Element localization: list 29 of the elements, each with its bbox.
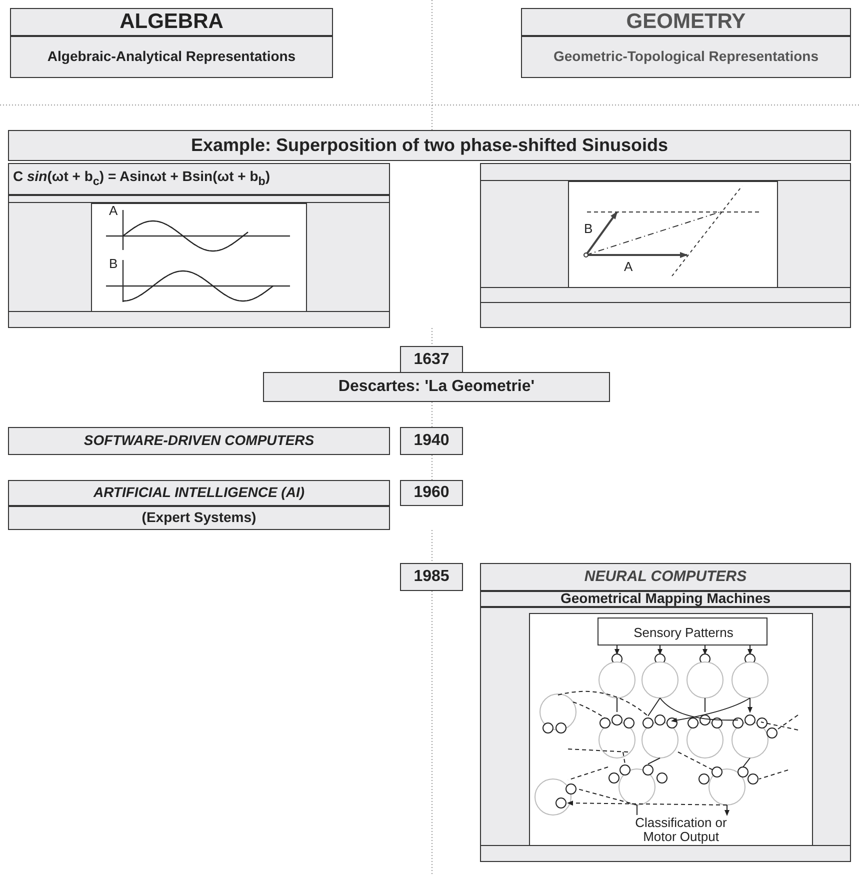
input-label: Sensory Patterns	[632, 626, 734, 640]
subheading-box: Geometrical Mapping Machines	[480, 591, 851, 607]
formula-box: C sin(ωt + b$_{c}$) = Asinωt + Bsin(ωt + b$_{b}$)	[8, 163, 390, 195]
empty-strip	[480, 287, 851, 303]
title-box: Example: Superposition of two phase-shifted Sinusoids	[8, 130, 851, 161]
figure-panel	[8, 202, 390, 312]
era-note-box: (Expert Systems)	[8, 506, 390, 530]
axis-label: A	[109, 204, 118, 218]
empty-strip	[480, 845, 851, 862]
event-box: Descartes: 'La Geometrie'	[263, 372, 610, 402]
figure-panel	[480, 180, 851, 288]
year-box: 1960	[400, 480, 463, 506]
subheading-box: Algebraic-Analytical Representations	[10, 36, 333, 78]
era-box: SOFTWARE-DRIVEN COMPUTERS	[8, 427, 390, 455]
vector-label: A	[624, 260, 633, 274]
empty-strip	[480, 163, 851, 181]
empty-strip	[8, 311, 390, 328]
vector-label: B	[584, 222, 593, 236]
subheading-box: Geometric-Topological Representations	[521, 36, 851, 78]
era-box: ARTIFICIAL INTELLIGENCE (AI)	[8, 480, 390, 506]
era-box: NEURAL COMPUTERS	[480, 563, 851, 591]
year-box: 1985	[400, 563, 463, 591]
heading-box: ALGEBRA	[10, 8, 333, 36]
year-box: 1940	[400, 427, 463, 455]
axis-label: B	[109, 257, 118, 272]
year-box: 1637	[400, 346, 463, 373]
output-label: Classification or Motor Output	[634, 816, 728, 845]
heading-box: GEOMETRY	[521, 8, 851, 36]
empty-strip	[480, 302, 851, 328]
